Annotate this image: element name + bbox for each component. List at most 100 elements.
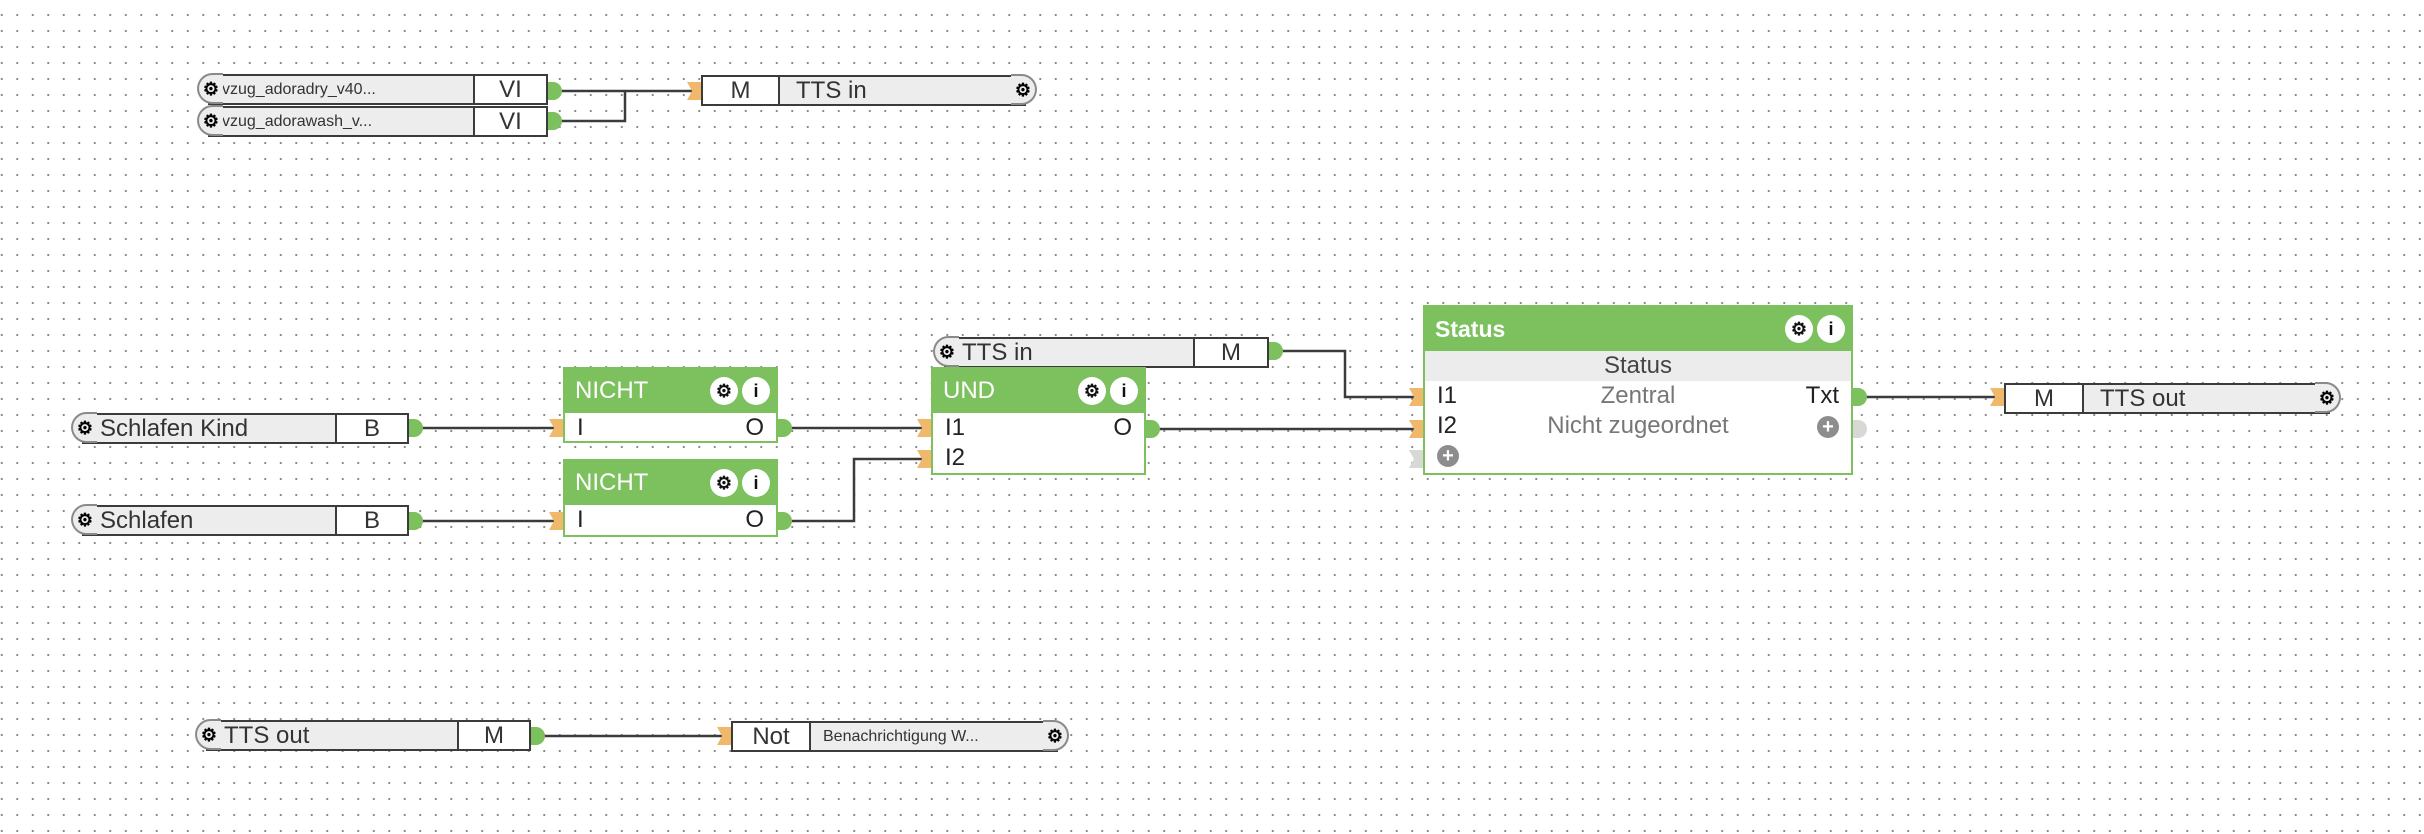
output-label: O bbox=[745, 506, 764, 533]
block-title: NICHT bbox=[575, 469, 649, 496]
gear-icon[interactable]: ⚙ bbox=[933, 336, 959, 367]
output-pin[interactable] bbox=[531, 727, 545, 745]
output-pin[interactable] bbox=[548, 112, 562, 130]
io-row: I2 Nicht zugeordnet + bbox=[1425, 411, 1851, 441]
output-pin[interactable] bbox=[778, 419, 792, 437]
io-row: I1 O bbox=[933, 413, 1144, 443]
output-label: O bbox=[745, 414, 764, 441]
gear-icon[interactable]: ⚙ bbox=[1078, 377, 1106, 405]
gear-icon[interactable]: ⚙ bbox=[710, 469, 738, 497]
block-type: M bbox=[2006, 385, 2084, 412]
info-icon[interactable]: i bbox=[742, 377, 770, 405]
block-type: M bbox=[703, 77, 780, 104]
add-output-icon[interactable]: + bbox=[1816, 416, 1839, 438]
input-pin-i2[interactable] bbox=[917, 450, 931, 468]
row-label: Nicht zugeordnet bbox=[1547, 412, 1729, 439]
wire-vzug-wash-to-tts-in[interactable] bbox=[560, 91, 627, 123]
block-subtitle: Status bbox=[1425, 351, 1851, 381]
gear-icon[interactable]: ⚙ bbox=[1043, 720, 1069, 751]
gear-icon[interactable]: ⚙ bbox=[71, 504, 97, 535]
block-header[interactable]: Status ⚙ i bbox=[1425, 307, 1851, 351]
block-name: vzug_adoradry_v40... bbox=[210, 76, 473, 103]
tts-in-memory-block[interactable]: M TTS in ⚙ bbox=[701, 74, 1037, 106]
block-name: vzug_adorawash_v... bbox=[210, 108, 473, 135]
vzug-adorawash-block[interactable]: ⚙ vzug_adorawash_v... VI bbox=[197, 105, 548, 137]
und-block[interactable]: UND ⚙ i I1 O I2 bbox=[931, 367, 1146, 475]
input-label: I bbox=[577, 414, 584, 441]
output-pin[interactable] bbox=[409, 512, 423, 530]
input-pin[interactable] bbox=[549, 419, 563, 437]
block-name: Schlafen Kind bbox=[84, 415, 335, 442]
input-pin-i2[interactable] bbox=[1409, 420, 1423, 438]
notification-block[interactable]: Not Benachrichtigung W... ⚙ bbox=[731, 720, 1069, 752]
output-pin[interactable] bbox=[548, 82, 562, 100]
input-pin[interactable] bbox=[717, 727, 731, 745]
block-name: Schlafen bbox=[84, 507, 335, 534]
vzug-adoradry-block[interactable]: ⚙ vzug_adoradry_v40... VI bbox=[197, 73, 548, 105]
output-pin-unassigned[interactable] bbox=[1853, 420, 1867, 438]
block-header[interactable]: NICHT ⚙ i bbox=[565, 369, 776, 413]
block-type: B bbox=[335, 507, 407, 534]
output-pin-txt[interactable] bbox=[1853, 388, 1867, 406]
add-input-icon[interactable]: + bbox=[1437, 445, 1459, 467]
input-label: I bbox=[577, 506, 584, 533]
info-icon[interactable]: i bbox=[1110, 377, 1138, 405]
input-pin[interactable] bbox=[1990, 388, 2004, 406]
wire-tts-in-to-status-i1[interactable] bbox=[1281, 349, 1416, 399]
block-name: TTS in bbox=[946, 339, 1193, 366]
schlafen-kind-block[interactable]: ⚙ Schlafen Kind B bbox=[71, 412, 409, 444]
block-type: M bbox=[1193, 339, 1267, 366]
input-pin-unassigned[interactable] bbox=[1409, 450, 1423, 468]
input-label: I2 bbox=[1437, 412, 1458, 439]
output-pin[interactable] bbox=[409, 419, 423, 437]
nicht-block-2[interactable]: NICHT ⚙ i I O bbox=[563, 459, 778, 537]
io-row: I O bbox=[565, 413, 776, 443]
block-type: Not bbox=[733, 723, 811, 750]
tts-out-block[interactable]: ⚙ TTS out M bbox=[195, 719, 531, 751]
block-name: TTS out bbox=[208, 722, 457, 749]
block-name: TTS in bbox=[780, 77, 1024, 104]
block-header[interactable]: NICHT ⚙ i bbox=[565, 461, 776, 505]
gear-icon[interactable]: ⚙ bbox=[710, 377, 738, 405]
wire-nicht2-to-und-i2[interactable] bbox=[790, 457, 924, 523]
block-header[interactable]: UND ⚙ i bbox=[933, 369, 1144, 413]
block-type: M bbox=[457, 722, 529, 749]
row-label: Zentral bbox=[1600, 382, 1676, 409]
info-icon[interactable]: i bbox=[742, 469, 770, 497]
info-icon[interactable]: i bbox=[1817, 315, 1845, 343]
block-title: UND bbox=[943, 377, 995, 404]
input-pin-i1[interactable] bbox=[917, 419, 931, 437]
output-pin[interactable] bbox=[1146, 420, 1160, 438]
output-pin[interactable] bbox=[1269, 342, 1283, 360]
tts-in-block[interactable]: ⚙ TTS in M bbox=[933, 336, 1269, 368]
tts-out-memory-block[interactable]: M TTS out ⚙ bbox=[2004, 382, 2341, 414]
status-block[interactable]: Status ⚙ i Status I1 Zentral Txt I2 Nich… bbox=[1423, 305, 1853, 475]
block-type: VI bbox=[473, 76, 546, 103]
gear-icon[interactable]: ⚙ bbox=[1785, 315, 1813, 343]
gear-icon[interactable]: ⚙ bbox=[197, 73, 223, 104]
input-label: I2 bbox=[945, 444, 966, 471]
gear-icon[interactable]: ⚙ bbox=[195, 719, 221, 750]
gear-icon[interactable]: ⚙ bbox=[197, 105, 223, 136]
input-pin-i1[interactable] bbox=[1409, 388, 1423, 406]
block-name: Benachrichtigung W... bbox=[811, 723, 1056, 750]
block-name: TTS out bbox=[2084, 385, 2328, 412]
output-pin[interactable] bbox=[778, 512, 792, 530]
io-row: I1 Zentral Txt bbox=[1425, 381, 1851, 411]
input-label: I1 bbox=[1437, 382, 1458, 409]
block-type: B bbox=[335, 415, 407, 442]
block-title: NICHT bbox=[575, 377, 649, 404]
output-label: O bbox=[1113, 414, 1132, 441]
io-row: I O bbox=[565, 505, 776, 535]
nicht-block-1[interactable]: NICHT ⚙ i I O bbox=[563, 367, 778, 443]
io-row: I2 bbox=[933, 443, 1144, 473]
input-pin[interactable] bbox=[687, 82, 701, 100]
block-title: Status bbox=[1435, 315, 1506, 342]
io-row: + bbox=[1425, 441, 1851, 471]
gear-icon[interactable]: ⚙ bbox=[1011, 74, 1037, 105]
output-label: Txt bbox=[1805, 382, 1839, 409]
input-pin[interactable] bbox=[549, 512, 563, 530]
gear-icon[interactable]: ⚙ bbox=[2315, 382, 2341, 413]
gear-icon[interactable]: ⚙ bbox=[71, 412, 97, 443]
schlafen-block[interactable]: ⚙ Schlafen B bbox=[71, 504, 409, 536]
